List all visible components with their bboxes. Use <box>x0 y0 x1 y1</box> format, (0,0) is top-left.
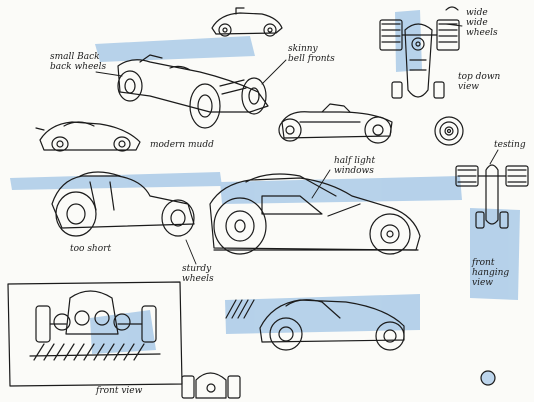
wheel-detail-sketch <box>434 116 464 146</box>
label-front-view: front view <box>96 386 143 396</box>
label-skinny-bell-fronts: skinny bell fronts <box>288 44 335 64</box>
label-too-short: too short <box>70 244 112 254</box>
label-testing: testing <box>494 140 526 150</box>
label-wide-rear-wheels: wide wide wheels <box>466 8 498 38</box>
label-modern-mudguards: modern mudd <box>150 140 214 150</box>
modern-car-sketch <box>35 121 141 152</box>
label-top-down-view: top down view <box>458 72 501 92</box>
label-small-back-wheels: small Back back wheels <box>50 52 107 72</box>
front-view-frame <box>7 281 183 387</box>
testing-car-sketch <box>455 164 529 229</box>
front-view-mini-sketch <box>181 372 241 399</box>
bell-front-racer-sketch <box>278 103 393 144</box>
label-half-light-windows: half light windows <box>334 156 376 176</box>
low-concept-car-sketch <box>225 299 405 351</box>
blue-circle-doodle <box>480 370 496 386</box>
label-sturdy-wheels: sturdy wheels <box>182 264 214 284</box>
coupe-sketch-main <box>209 173 421 255</box>
blue-wash-strokes <box>10 10 520 354</box>
roadster-sketch-top <box>211 7 283 37</box>
label-front-hanging-view: front hanging view <box>472 258 510 288</box>
short-roadster-sketch <box>51 171 195 237</box>
annotation-leaders <box>95 23 499 265</box>
vintage-roadster-sketch <box>117 54 269 129</box>
